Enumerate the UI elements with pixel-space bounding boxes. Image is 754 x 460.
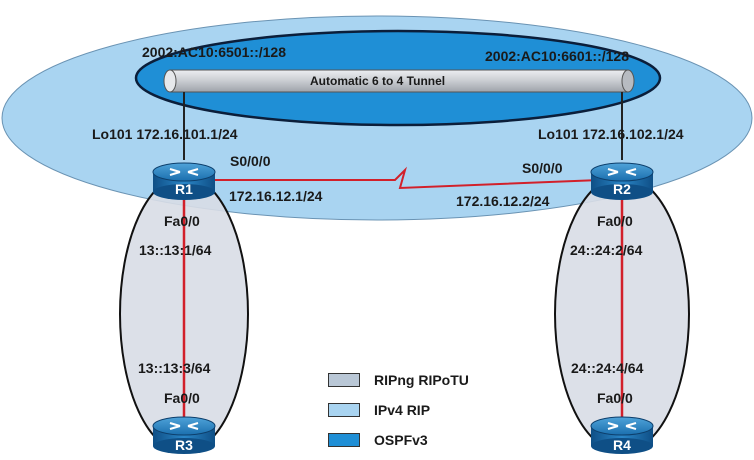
router-r3-name: R3 (175, 437, 193, 453)
tunnel-right-address: 2002:AC10:6601::/128 (485, 48, 629, 64)
router-r2-name: R2 (613, 181, 631, 197)
r2-serial-interface-label: S0/0/0 (522, 160, 563, 176)
router-r3[interactable]: R3 (152, 416, 216, 454)
router-r4[interactable]: R4 (590, 416, 654, 454)
legend-swatch-ospfv3 (328, 433, 360, 447)
r3-fa-ipv6-label: 13::13:3/64 (138, 360, 211, 376)
r1-serial-ip-label: 172.16.12.1/24 (229, 188, 323, 204)
serial-link-r1-r2 (210, 166, 601, 190)
r1-loopback-label: Lo101 172.16.101.1/24 (92, 126, 238, 142)
legend-label-ospfv3: OSPFv3 (374, 432, 428, 448)
legend-swatch-ripng (328, 373, 360, 387)
r2-serial-ip-label: 172.16.12.2/24 (456, 193, 550, 209)
r3-fa-interface-label: Fa0/0 (164, 390, 200, 406)
r1-fa-interface-label: Fa0/0 (164, 213, 200, 229)
tunnel-tube (163, 69, 635, 93)
r4-fa-ipv6-label: 24::24:4/64 (571, 360, 644, 376)
tunnel-label: Automatic 6 to 4 Tunnel (310, 74, 446, 88)
r1-fa-ipv6-label: 13::13:1/64 (139, 242, 212, 258)
r2-fa-ipv6-label: 24::24:2/64 (570, 242, 643, 258)
tunnel-left-address: 2002:AC10:6501::/128 (142, 44, 286, 60)
r4-fa-interface-label: Fa0/0 (597, 390, 633, 406)
r1-serial-interface-label: S0/0/0 (230, 153, 271, 169)
router-r4-name: R4 (613, 437, 631, 453)
legend-label-ripng: RIPng RIPoTU (374, 372, 469, 388)
legend-label-ipv4-rip: IPv4 RIP (374, 402, 431, 418)
router-r2[interactable]: R2 (590, 162, 654, 200)
router-r1-name: R1 (175, 181, 193, 197)
legend-swatch-ipv4-rip (328, 403, 360, 417)
router-r1[interactable]: R1 (152, 162, 216, 200)
r2-fa-interface-label: Fa0/0 (597, 213, 633, 229)
r2-loopback-label: Lo101 172.16.102.1/24 (538, 126, 684, 142)
